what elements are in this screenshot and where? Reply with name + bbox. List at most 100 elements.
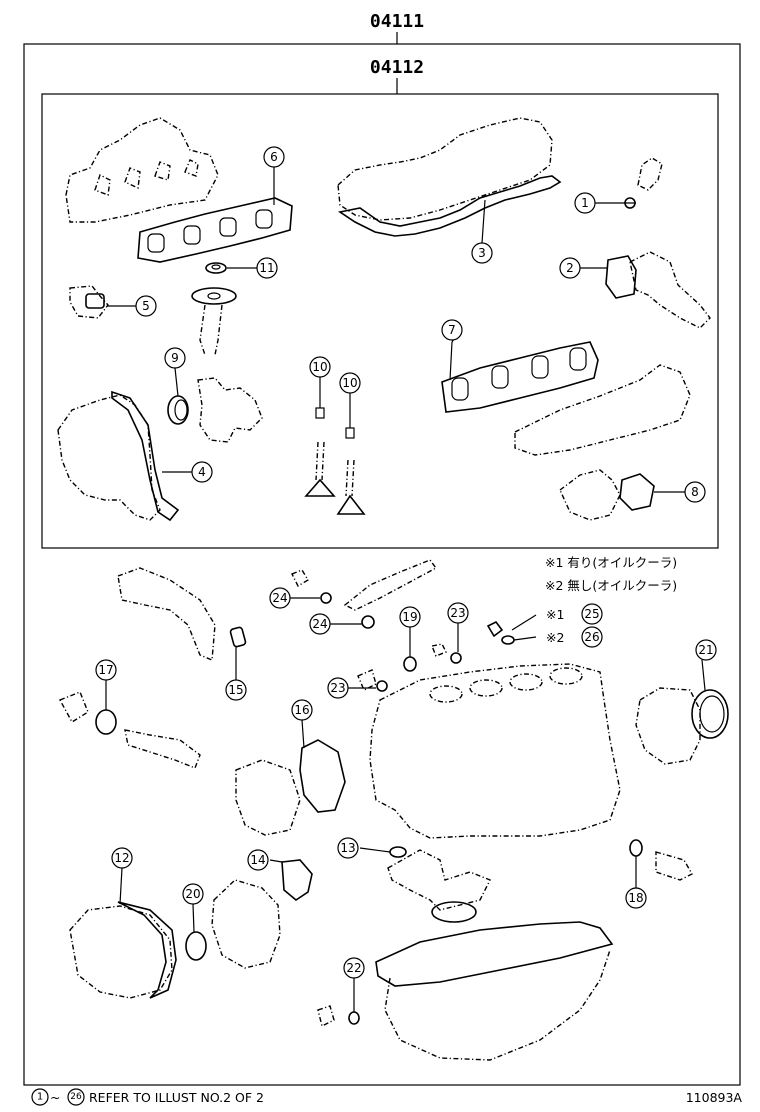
oil-pump-body-drawing <box>211 879 281 969</box>
callout-6: 6 <box>263 146 285 168</box>
coolant-hose-drawing <box>117 567 216 662</box>
callout-19: 19 <box>399 606 421 628</box>
svg-text:26: 26 <box>70 1092 82 1102</box>
small-gasket-drawing <box>229 626 247 648</box>
crank-seal-drawing <box>185 931 207 961</box>
inner-group-number: 04112 <box>370 57 424 78</box>
svg-text:25: 25 <box>584 607 599 621</box>
oil-seal-drawing <box>167 395 189 425</box>
outer-group-frame <box>23 43 741 1086</box>
callout-9: 9 <box>164 347 186 369</box>
callout-24a: 24 <box>269 587 291 609</box>
svg-text:8: 8 <box>691 485 699 499</box>
figure-code: 110893A <box>686 1090 743 1105</box>
svg-text:6: 6 <box>270 150 278 164</box>
svg-text:23: 23 <box>330 681 345 695</box>
svg-text:16: 16 <box>294 703 309 717</box>
callout-4: 4 <box>191 461 213 483</box>
callout-23b: 23 <box>327 677 349 699</box>
oil-pump-gasket-drawing <box>281 859 313 901</box>
callout-20: 20 <box>182 883 204 905</box>
flange-drawing <box>69 285 109 319</box>
svg-text:10: 10 <box>342 376 357 390</box>
callout-24b: 24 <box>309 613 331 635</box>
svg-text:24: 24 <box>312 617 327 631</box>
gasket-nut-drawing <box>205 262 227 274</box>
callout-17: 17 <box>95 659 117 681</box>
callout-21: 21 <box>695 639 717 661</box>
outer-group-number: 04111 <box>370 11 424 32</box>
exhaust-gasket-drawing <box>137 197 293 263</box>
timing-cover-drawing <box>57 390 180 522</box>
valve-cover-gasket-drawing <box>337 175 562 237</box>
callout-10b: 10 <box>339 372 361 394</box>
callout-10a: 10 <box>309 356 331 378</box>
callout-18: 18 <box>625 887 647 909</box>
callout-15: 15 <box>225 679 247 701</box>
svg-text:26: 26 <box>584 630 599 644</box>
callout-7: 7 <box>441 319 463 341</box>
rear-oil-seal-drawing <box>635 687 729 765</box>
svg-text:12: 12 <box>114 851 129 865</box>
svg-text:2: 2 <box>566 261 574 275</box>
drain-plug-drawing <box>317 1005 360 1028</box>
valve-cover-drawing <box>337 117 553 221</box>
oil-drain-plug-drawing <box>629 839 693 881</box>
svg-text:20: 20 <box>185 887 200 901</box>
variant-mark-1: ※1 <box>546 607 564 622</box>
svg-text:3: 3 <box>478 246 486 260</box>
callout-25: 25 <box>581 603 603 625</box>
note-without-oil-cooler: ※2 無し(オイルクーラ) <box>545 578 677 593</box>
footer-range-tilde: ~ <box>50 1090 60 1105</box>
pipe-drawing <box>191 287 237 356</box>
callout-16: 16 <box>291 699 313 721</box>
callout-11: 11 <box>256 257 278 279</box>
flange-gasket-drawing <box>85 293 105 309</box>
leader-lines <box>105 167 706 1012</box>
svg-text:4: 4 <box>198 465 206 479</box>
footer-range-start: 1 <box>31 1088 49 1106</box>
svg-text:24: 24 <box>272 591 287 605</box>
callout-8: 8 <box>684 481 706 503</box>
callout-5: 5 <box>135 295 157 317</box>
front-seal-drawing <box>59 691 201 769</box>
pump-body-drawing <box>197 377 263 443</box>
callout-2: 2 <box>559 257 581 279</box>
oil-cooler-plug-drawing <box>486 620 515 645</box>
drain-gasket-drawing <box>403 656 417 672</box>
svg-text:1: 1 <box>581 196 589 210</box>
footer-range-end: 26 <box>67 1088 85 1106</box>
callout-23a: 23 <box>447 602 469 624</box>
valves-drawing <box>304 407 366 515</box>
svg-text:5: 5 <box>142 299 150 313</box>
bolt-washer-lower-drawing <box>357 669 388 692</box>
svg-text:1: 1 <box>37 1092 43 1103</box>
thermostat-housing-drawing <box>559 469 655 521</box>
svg-text:10: 10 <box>312 360 327 374</box>
bolt-washer-drawing <box>431 643 462 664</box>
svg-text:13: 13 <box>340 841 355 855</box>
intake-gasket-drawing <box>441 341 599 413</box>
svg-text:17: 17 <box>98 663 113 677</box>
plug-drawing <box>624 157 663 209</box>
oil-strainer-drawing <box>387 846 491 923</box>
footer-refer-text: REFER TO ILLUST NO.2 OF 2 <box>89 1090 264 1105</box>
cylinder-block-drawing <box>369 663 621 839</box>
callout-13: 13 <box>337 837 359 859</box>
exhaust-manifold-drawing <box>65 117 219 223</box>
water-pump-gasket-drawing <box>235 739 346 836</box>
svg-text:15: 15 <box>228 683 243 697</box>
variant-mark-2: ※2 <box>546 630 564 645</box>
callout-12: 12 <box>111 847 133 869</box>
footer-range-reference: 1 ~ 26 REFER TO ILLUST NO.2 OF 2 <box>31 1088 264 1106</box>
oil-pan-drawing <box>375 921 614 1061</box>
union-gasket-drawing <box>361 615 375 629</box>
svg-text:14: 14 <box>250 853 265 867</box>
note-with-oil-cooler: ※1 有り(オイルクーラ) <box>545 555 677 570</box>
svg-text:9: 9 <box>171 351 179 365</box>
callout-14: 14 <box>247 849 269 871</box>
intake-manifold-drawing <box>514 364 691 456</box>
svg-text:22: 22 <box>346 961 361 975</box>
union-bolt-drawing <box>291 569 332 604</box>
